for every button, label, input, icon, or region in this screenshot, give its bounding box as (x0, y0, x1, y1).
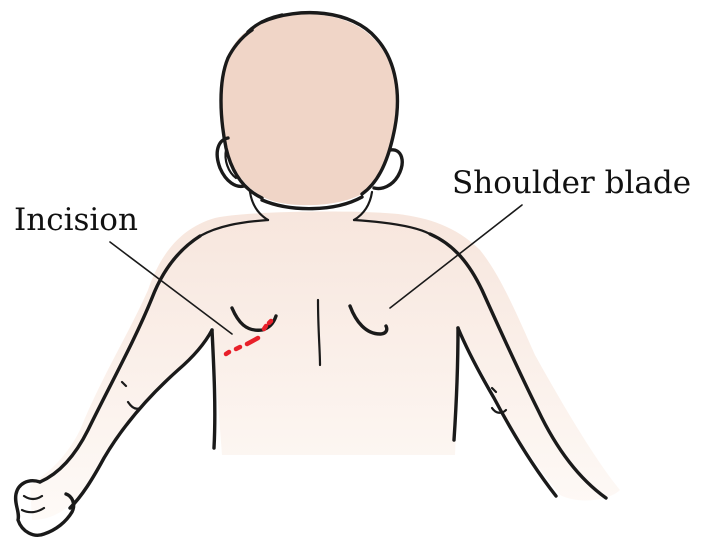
torso-left-side (212, 330, 215, 448)
incision-label: Incision (14, 202, 138, 238)
head-fill (221, 14, 396, 205)
shoulder-blade-label: Shoulder blade (452, 165, 691, 201)
